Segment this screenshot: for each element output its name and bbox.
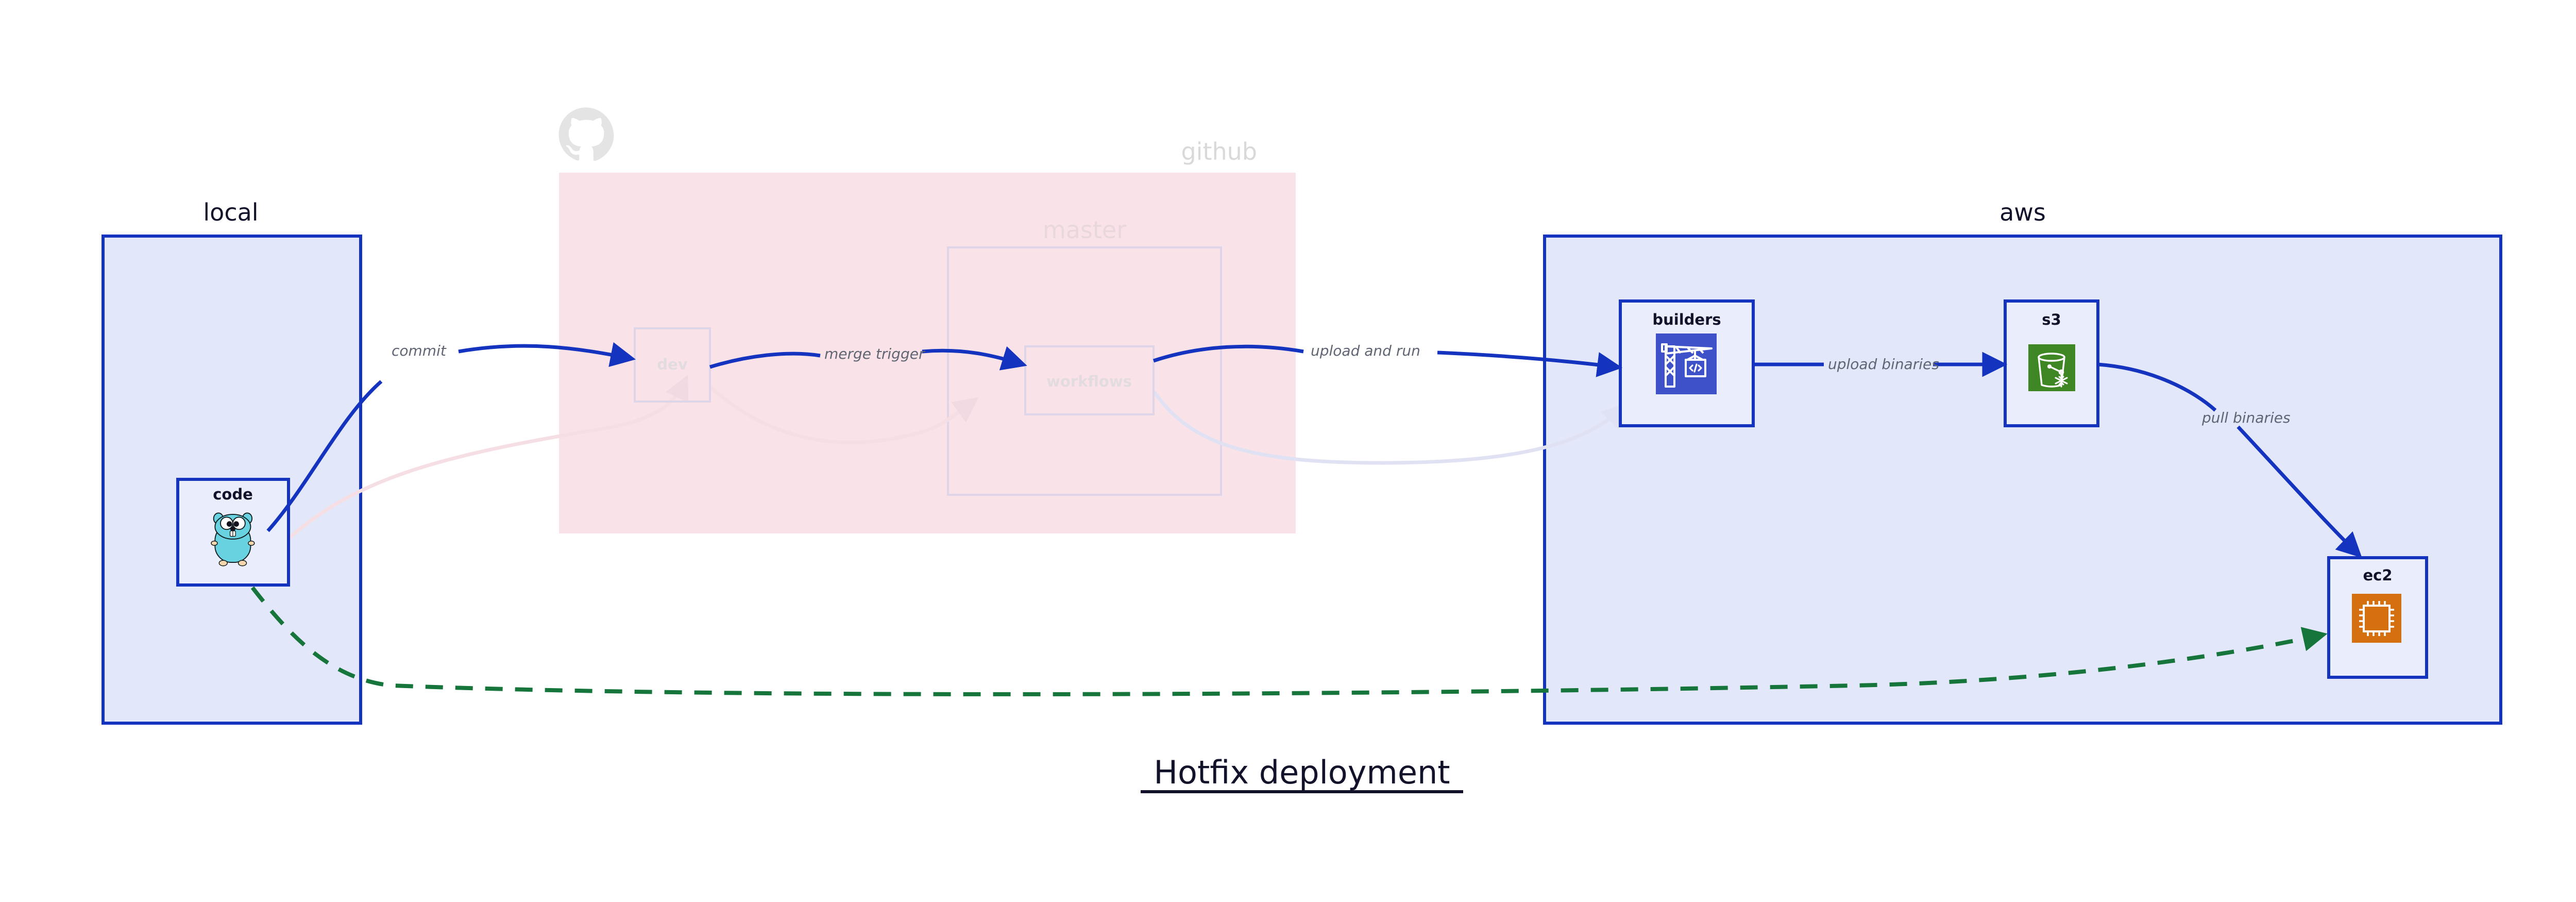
cluster-github-box [559, 173, 1296, 533]
node-builders-label: builders [1652, 311, 1721, 328]
github-octocat-icon [558, 107, 614, 161]
edge-merge-trigger-path [709, 352, 821, 369]
node-code-label: code [213, 486, 253, 503]
node-s3[interactable]: s3 [2004, 299, 2099, 427]
cluster-aws-label: aws [1999, 198, 2046, 226]
edge-pull-binaries-path [2097, 362, 2217, 412]
node-s3-label: s3 [2042, 311, 2061, 328]
cluster-github-label: github [1181, 138, 1257, 165]
edge-upload-run-path [1153, 344, 1304, 363]
edge-commit-path-2 [458, 342, 636, 367]
node-builders[interactable]: builders [1619, 299, 1755, 427]
edge-upload-run-label: upload and run [1311, 342, 1420, 359]
cluster-master: master [947, 216, 1222, 496]
cluster-local: local [101, 198, 362, 725]
edge-faded-dev-workflows [708, 385, 979, 444]
edge-upload-binaries-label: upload binaries [1828, 356, 1939, 373]
ec2-cpu-icon [2352, 594, 2401, 643]
edge-upload-run-path-2 [1437, 350, 1623, 377]
edge-group-main: commit merge trigger upload and run uplo… [250, 342, 2362, 696]
edge-commit-label: commit [392, 342, 447, 359]
edge-faded-code-dev [287, 374, 689, 540]
edge-merge-trigger-path-2 [922, 346, 1027, 371]
node-workflows-label: workflows [1046, 373, 1132, 390]
node-code[interactable]: code [176, 478, 290, 587]
node-ec2-label: ec2 [2363, 566, 2392, 584]
crane-code-icon [1656, 333, 1717, 394]
node-dev-label: dev [657, 356, 687, 373]
node-ec2-box[interactable] [2327, 556, 2428, 679]
cluster-github: github [558, 107, 1296, 533]
go-gopher-icon [211, 512, 255, 566]
faded-edge-group [287, 374, 1628, 540]
edge-pull-binaries-label: pull binaries [2201, 409, 2291, 426]
node-workflows[interactable]: workflows [1024, 345, 1155, 415]
cluster-local-label: local [203, 198, 258, 226]
s3-bucket-icon [2028, 344, 2075, 391]
node-ec2[interactable]: ec2 [2327, 556, 2428, 679]
cluster-master-box [947, 246, 1222, 496]
edge-faded-workflows-builders [1153, 390, 1628, 465]
page-title: Hotfix deployment [1154, 754, 1450, 791]
edge-commit-path [266, 380, 383, 532]
edge-hotfix-direct-path [250, 586, 2328, 696]
node-workflows-box[interactable] [1024, 345, 1155, 415]
cluster-master-label: master [1043, 216, 1126, 244]
diagram-title: Hotfix deployment [1141, 754, 1463, 793]
edge-pull-binaries-path-2 [2236, 425, 2362, 558]
edge-merge-trigger-label: merge trigger [824, 345, 925, 362]
